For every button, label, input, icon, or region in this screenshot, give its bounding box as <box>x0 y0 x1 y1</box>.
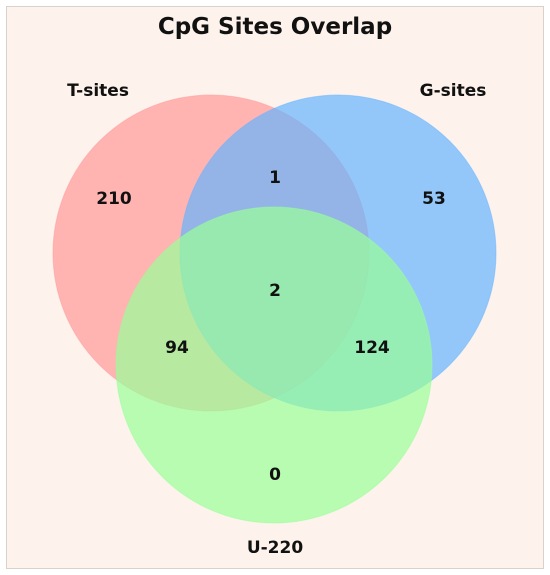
count-t-only: 210 <box>96 189 132 209</box>
set-label-t-sites: T-sites <box>67 81 129 101</box>
count-t-g-u: 2 <box>269 281 281 301</box>
count-u-only: 0 <box>269 465 281 485</box>
set-label-g-sites: G-sites <box>420 81 487 101</box>
circle-u-220 <box>115 206 433 524</box>
count-t-u: 94 <box>165 338 189 358</box>
chart-frame <box>6 6 544 569</box>
chart-title: CpG Sites Overlap <box>158 14 392 40</box>
count-g-u: 124 <box>354 338 390 358</box>
count-g-only: 53 <box>422 189 446 209</box>
count-t-g: 1 <box>269 168 281 188</box>
set-label-u-220: U-220 <box>247 538 304 558</box>
